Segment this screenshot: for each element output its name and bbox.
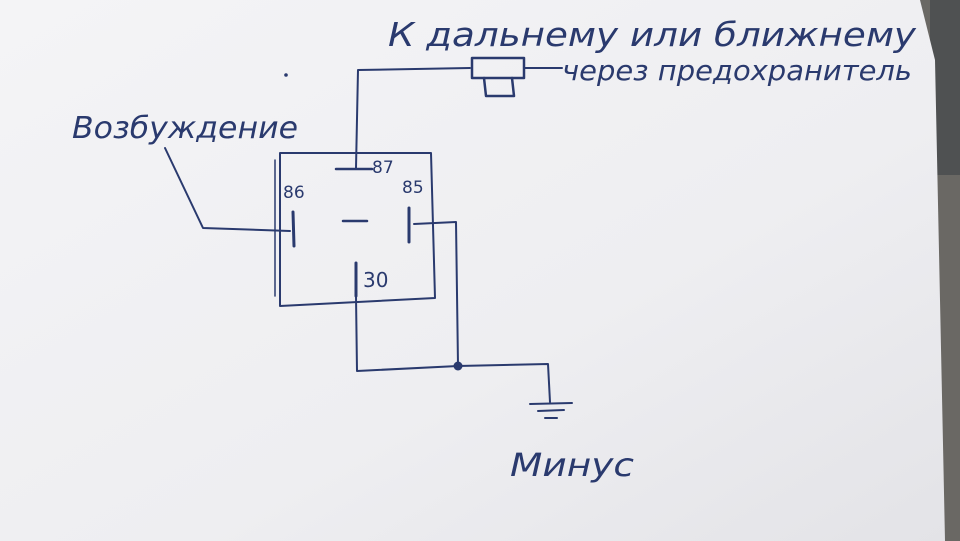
pin-86-contact [291, 210, 296, 248]
label-top-line1: К дальнему или ближнему [388, 15, 917, 54]
label-top-line2: через предохранитель [562, 54, 912, 87]
ground-icon [529, 402, 573, 419]
fuse-icon [470, 56, 563, 98]
pen-dot [284, 73, 288, 77]
label-ground: Минус [510, 446, 634, 484]
junction-dot [453, 361, 463, 371]
pin-label-86: 86 [283, 183, 305, 203]
relay-body [279, 152, 436, 307]
pin-label-30: 30 [363, 268, 388, 292]
pin-label-85: 85 [402, 178, 424, 198]
wire-85-to-ground [413, 221, 459, 366]
pin-label-87: 87 [372, 158, 394, 178]
wire-87-to-fuse [355, 67, 471, 169]
wire-excitation [164, 147, 291, 232]
label-excitation: Возбуждение [72, 111, 298, 146]
